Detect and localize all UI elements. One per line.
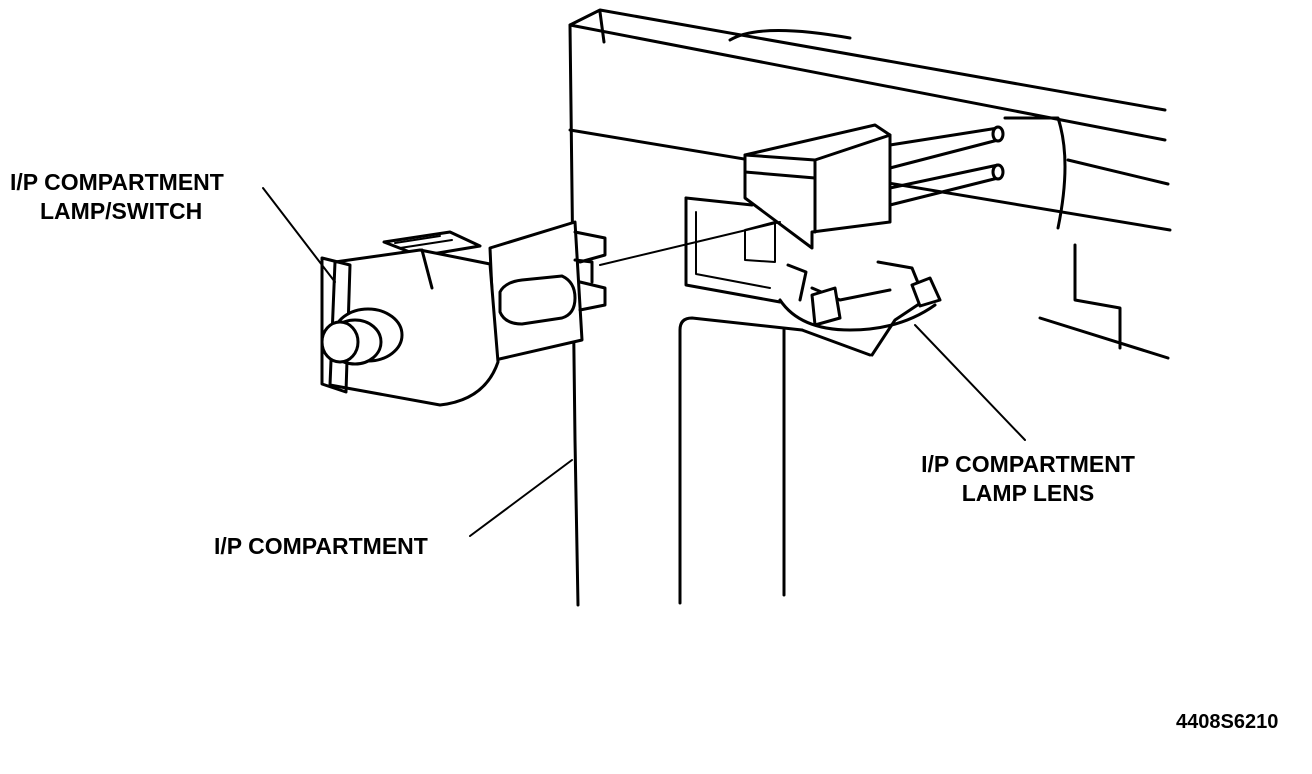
harness-connector	[743, 123, 1005, 250]
lamp-lens-bracket	[778, 260, 942, 357]
leader-lines	[262, 187, 1026, 537]
lamp-switch-assembly	[320, 220, 607, 407]
label-lamp-switch-line2: LAMP/SWITCH	[40, 198, 203, 224]
leader-line-compartment	[469, 459, 573, 537]
leader-line-lens	[914, 324, 1026, 441]
label-lamp-lens-line2: LAMP LENS	[961, 480, 1095, 506]
label-lamp-lens: I/P COMPARTMENT LAMP LENS	[908, 450, 1148, 508]
label-lamp-switch-line1: I/P COMPARTMENT	[10, 169, 224, 195]
label-lamp-switch: I/P COMPARTMENT LAMP/SWITCH	[10, 168, 224, 226]
ip-compartment-door	[678, 316, 872, 605]
label-compartment: I/P COMPARTMENT	[214, 533, 428, 559]
label-lamp-lens-line1: I/P COMPARTMENT	[921, 451, 1135, 477]
ip-compartment-housing	[568, 8, 1172, 607]
leader-line-alignment	[599, 221, 781, 266]
figure-code: 4408S6210	[1176, 711, 1279, 733]
leader-line-switch	[262, 187, 336, 283]
